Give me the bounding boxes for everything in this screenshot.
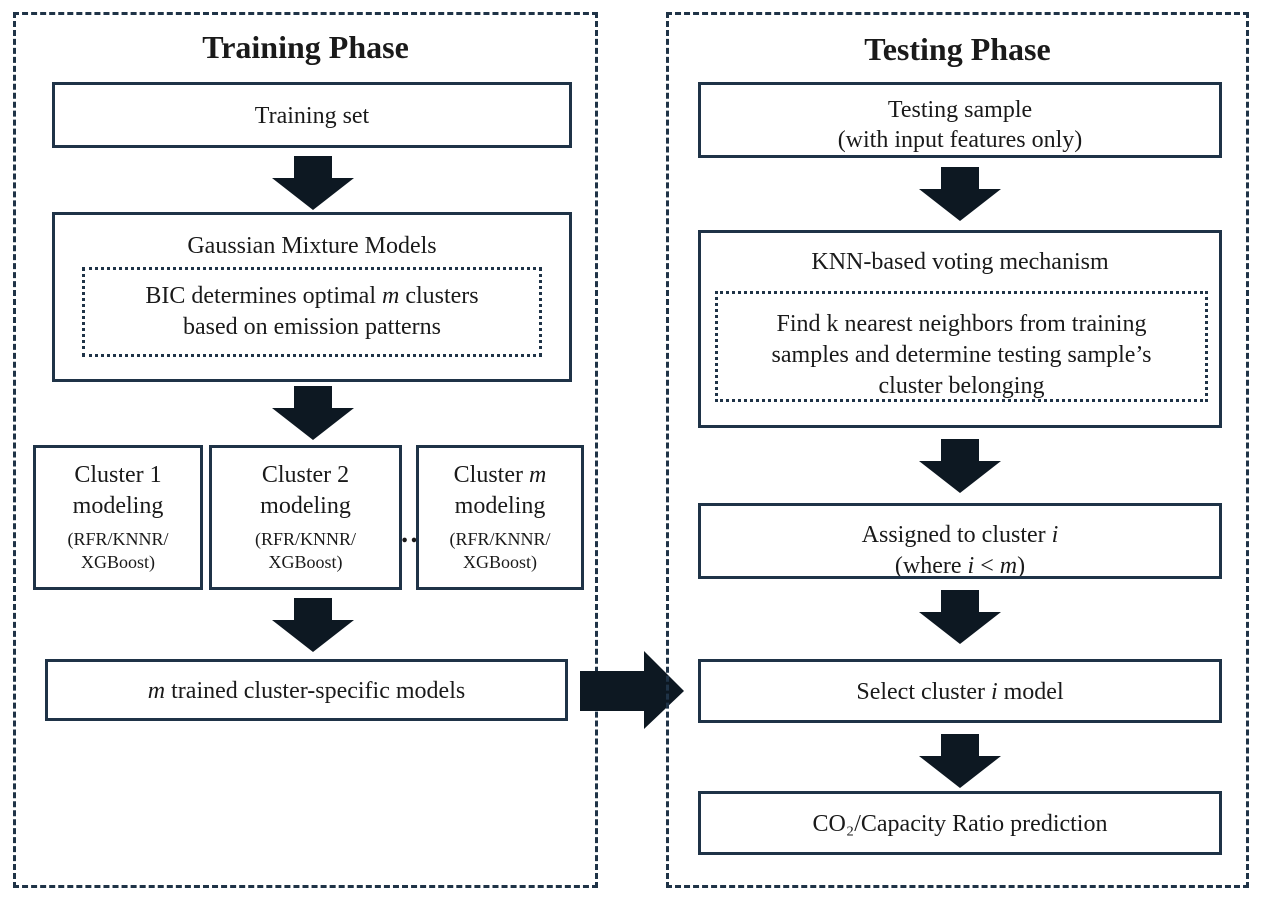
bic-line-2: based on emission patterns: [183, 314, 441, 340]
knn-line-1: Find k nearest neighbors from training: [776, 311, 1147, 337]
gmm-box: Gaussian Mixture Models BIC determines o…: [52, 212, 572, 382]
assigned-cluster-box: Assigned to cluster i (where i < m): [698, 503, 1222, 579]
cluster-1-methods: (RFR/KNNR/: [67, 529, 169, 549]
knn-line-2: samples and determine testing sample’s: [771, 342, 1152, 368]
knn-box: KNN-based voting mechanism Find k neares…: [698, 230, 1222, 428]
testing-sample-line-2: (with input features only): [837, 127, 1083, 153]
down-arrow-icon: [919, 734, 1001, 788]
trained-models-label: m trained cluster-specific models: [147, 678, 466, 704]
cluster-2-title: Cluster 2: [261, 462, 350, 488]
cluster-m-title: Cluster m: [453, 462, 547, 488]
down-arrow-icon: [919, 439, 1001, 493]
bic-inner-box: BIC determines optimal m clusters based …: [82, 267, 542, 357]
cluster-1-modeling: modeling: [72, 493, 164, 519]
cluster-m-methods: (RFR/KNNR/: [449, 529, 551, 549]
testing-phase-title: Testing Phase: [864, 31, 1051, 67]
cluster-2-methods: (RFR/KNNR/: [254, 529, 357, 549]
cluster-1-box: Cluster 1 modeling (RFR/KNNR/ XGBoost): [33, 445, 203, 590]
testing-sample-line-1: Testing sample: [887, 97, 1033, 123]
down-arrow-icon: [272, 598, 354, 652]
cluster-2-methods-2: XGBoost): [268, 552, 343, 572]
training-phase-title: Training Phase: [202, 29, 409, 65]
training-phase-panel: Training Phase: [13, 12, 598, 888]
training-set-box: Training set: [52, 82, 572, 148]
cluster-m-box: Cluster m modeling (RFR/KNNR/ XGBoost): [416, 445, 584, 590]
down-arrow-icon: [272, 386, 354, 440]
assigned-line-2: (where i < m): [894, 553, 1026, 579]
prediction-box: CO₂/Capacity Ratio prediction: [698, 791, 1222, 855]
cluster-1-title: Cluster 1: [74, 462, 162, 488]
cluster-2-modeling: modeling: [260, 493, 351, 519]
select-model-box: Select cluster i model: [698, 659, 1222, 723]
down-arrow-icon: [272, 156, 354, 210]
gmm-title: Gaussian Mixture Models: [187, 233, 437, 259]
knn-inner-box: Find k nearest neighbors from training s…: [715, 291, 1208, 402]
training-set-label: Training set: [254, 103, 370, 129]
knn-line-3: cluster belonging: [878, 373, 1045, 399]
trained-models-box: m trained cluster-specific models: [45, 659, 568, 721]
right-arrow-icon: [580, 651, 684, 729]
cluster-2-box: Cluster 2 modeling (RFR/KNNR/ XGBoost): [209, 445, 402, 590]
down-arrow-icon: [919, 167, 1001, 221]
prediction-label: CO₂/Capacity Ratio prediction: [812, 811, 1108, 837]
testing-sample-box: Testing sample (with input features only…: [698, 82, 1222, 158]
select-model-label: Select cluster i model: [856, 679, 1064, 705]
cluster-1-methods-2: XGBoost): [80, 552, 155, 572]
testing-phase-panel: Testing Phase: [666, 12, 1249, 888]
down-arrow-icon: [919, 590, 1001, 644]
assigned-line-1: Assigned to cluster i: [861, 522, 1059, 548]
cluster-m-methods-2: XGBoost): [462, 552, 537, 572]
bic-line-1: BIC determines optimal m clusters: [145, 283, 479, 309]
cluster-m-modeling: modeling: [454, 493, 546, 519]
knn-title: KNN-based voting mechanism: [811, 249, 1109, 275]
